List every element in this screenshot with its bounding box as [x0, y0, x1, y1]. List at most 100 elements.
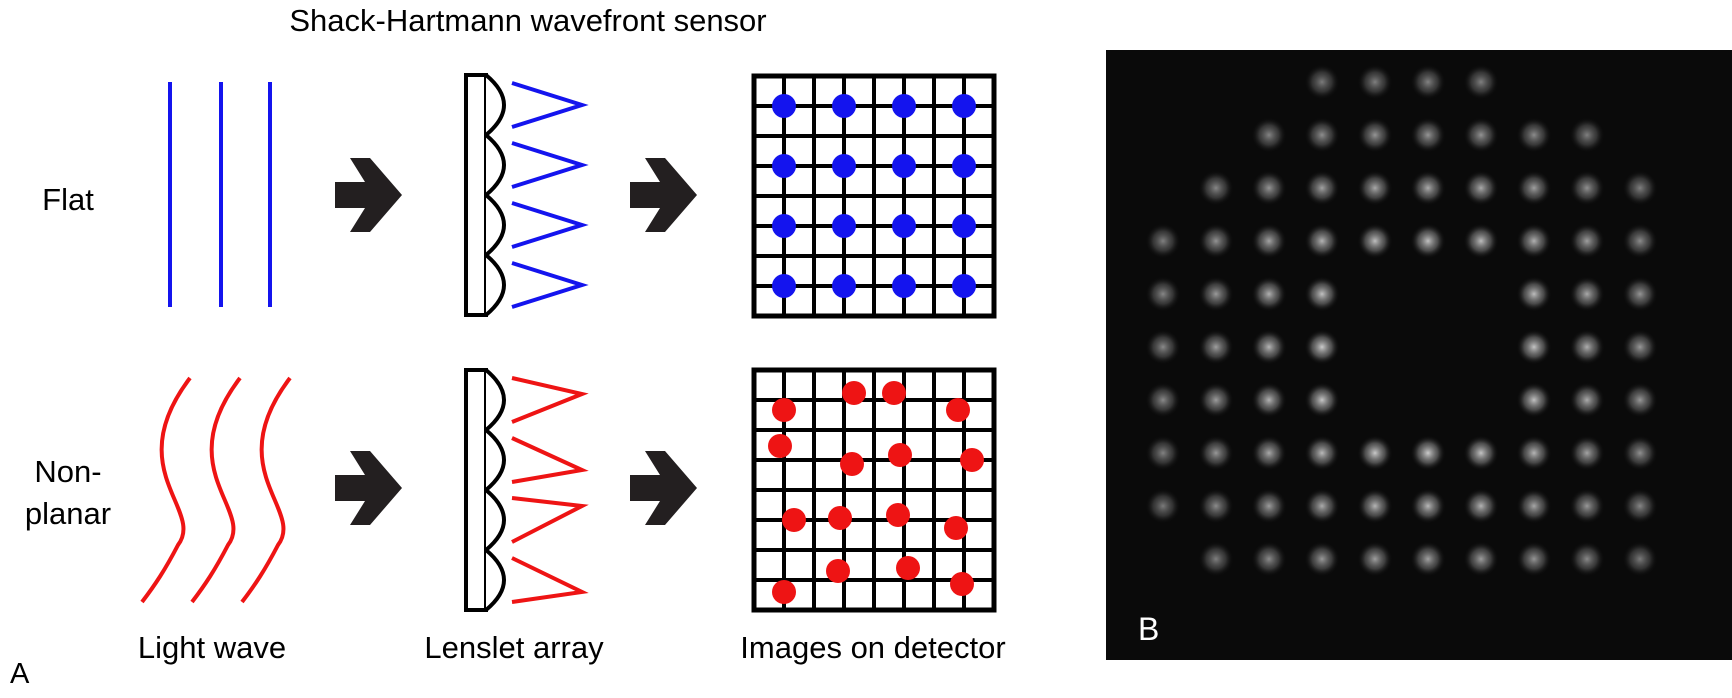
sensor-spot: [1516, 276, 1552, 312]
sensor-spot: [1357, 488, 1393, 524]
lenslet-frame: [464, 368, 488, 612]
column-label-lenslet-array: Lenslet array: [424, 630, 604, 665]
detector-spot: [832, 94, 856, 118]
sensor-spot: [1304, 488, 1340, 524]
detector-spot: [896, 556, 920, 580]
detector-spot: [950, 572, 974, 596]
sensor-spot: [1251, 541, 1287, 577]
sensor-spot: [1198, 541, 1234, 577]
sensor-spot: [1410, 488, 1446, 524]
panel-label-b: B: [1138, 611, 1159, 647]
sensor-spot: [1410, 541, 1446, 577]
lenslet: [484, 488, 506, 552]
detector-spot: [772, 398, 796, 422]
sensor-spot: [1622, 329, 1658, 365]
sensor-spot: [1251, 329, 1287, 365]
detector-spots-flat: [772, 94, 976, 298]
sensor-spot: [1304, 117, 1340, 153]
detector-spot: [892, 214, 916, 238]
right-arrow-icon: [335, 158, 402, 232]
right-arrow-icon: [335, 451, 402, 525]
sensor-spot: [1410, 117, 1446, 153]
sensor-spot: [1145, 223, 1181, 259]
detector-spot: [768, 434, 792, 458]
sensor-spot: [1198, 223, 1234, 259]
focus-cone: [511, 376, 589, 424]
sensor-spot: [1251, 117, 1287, 153]
sensor-spot: [1569, 223, 1605, 259]
sensor-spot: [1251, 276, 1287, 312]
sensor-spot: [1357, 541, 1393, 577]
detector-spot: [832, 154, 856, 178]
sensor-spot: [1304, 382, 1340, 418]
sensor-spot: [1463, 488, 1499, 524]
detector-spot: [840, 452, 864, 476]
sensor-spot: [1463, 541, 1499, 577]
sensor-spot: [1145, 488, 1181, 524]
focus-cone: [511, 201, 589, 249]
detector-spot: [772, 580, 796, 604]
sensor-spot: [1145, 382, 1181, 418]
sensor-spot: [1622, 488, 1658, 524]
row-label-nonplanar-1: Non-: [34, 454, 101, 489]
sensor-spot: [1463, 223, 1499, 259]
detector-spot: [832, 274, 856, 298]
detector-spots-nonplanar: [768, 381, 984, 604]
sensor-spot: [1622, 223, 1658, 259]
sensor-spot: [1357, 223, 1393, 259]
detector-spot: [892, 154, 916, 178]
sensor-spot: [1463, 64, 1499, 100]
detector-spot: [772, 94, 796, 118]
lenslet: [484, 133, 506, 197]
sensor-spot: [1251, 382, 1287, 418]
sensor-spot: [1569, 382, 1605, 418]
sensor-spot: [1463, 117, 1499, 153]
sensor-spot: [1410, 64, 1446, 100]
detector-spot: [842, 381, 866, 405]
sensor-spot: [1516, 488, 1552, 524]
nonplanar-wave-line: [240, 376, 292, 604]
detector-spot: [886, 503, 910, 527]
right-arrow-icon: [630, 158, 697, 232]
detector-spot: [782, 508, 806, 532]
lenslet: [484, 368, 506, 432]
sensor-spot: [1251, 488, 1287, 524]
focus-cone: [511, 261, 589, 309]
right-arrow-icon: [630, 451, 697, 525]
sensor-spot: [1251, 170, 1287, 206]
column-label-detector: Images on detector: [740, 630, 1005, 665]
sensor-spot: [1304, 329, 1340, 365]
sensor-spot: [1463, 170, 1499, 206]
focus-cone: [511, 81, 589, 129]
sensor-spot: [1410, 170, 1446, 206]
figure-title: Shack-Hartmann wavefront sensor: [289, 3, 766, 38]
focus-cone: [511, 556, 589, 604]
column-label-light-wave: Light wave: [138, 630, 286, 665]
sensor-spot: [1357, 117, 1393, 153]
sensor-spot: [1622, 541, 1658, 577]
detector-spot: [772, 274, 796, 298]
sensor-spot: [1622, 170, 1658, 206]
sensor-spot: [1516, 117, 1552, 153]
sensor-spot: [1198, 382, 1234, 418]
sensor-spot: [1569, 488, 1605, 524]
detector-spot: [952, 274, 976, 298]
detector-spot: [892, 274, 916, 298]
nonplanar-wave-line: [190, 376, 242, 604]
lenslet: [484, 253, 506, 317]
sensor-spot: [1357, 64, 1393, 100]
row-label-nonplanar-2: planar: [25, 496, 111, 531]
detector-spot: [826, 559, 850, 583]
sensor-spot: [1251, 223, 1287, 259]
lenslet-array-nonplanar: [464, 368, 506, 612]
sensor-spot: [1463, 435, 1499, 471]
sensor-spot: [1622, 276, 1658, 312]
sensor-spot: [1622, 435, 1658, 471]
sensor-spot: [1198, 488, 1234, 524]
sensor-spot: [1251, 435, 1287, 471]
sensor-spot: [1622, 382, 1658, 418]
sensor-spot: [1304, 541, 1340, 577]
detector-spot: [892, 94, 916, 118]
detector-spot: [952, 94, 976, 118]
focus-cones-flat: [511, 81, 589, 309]
